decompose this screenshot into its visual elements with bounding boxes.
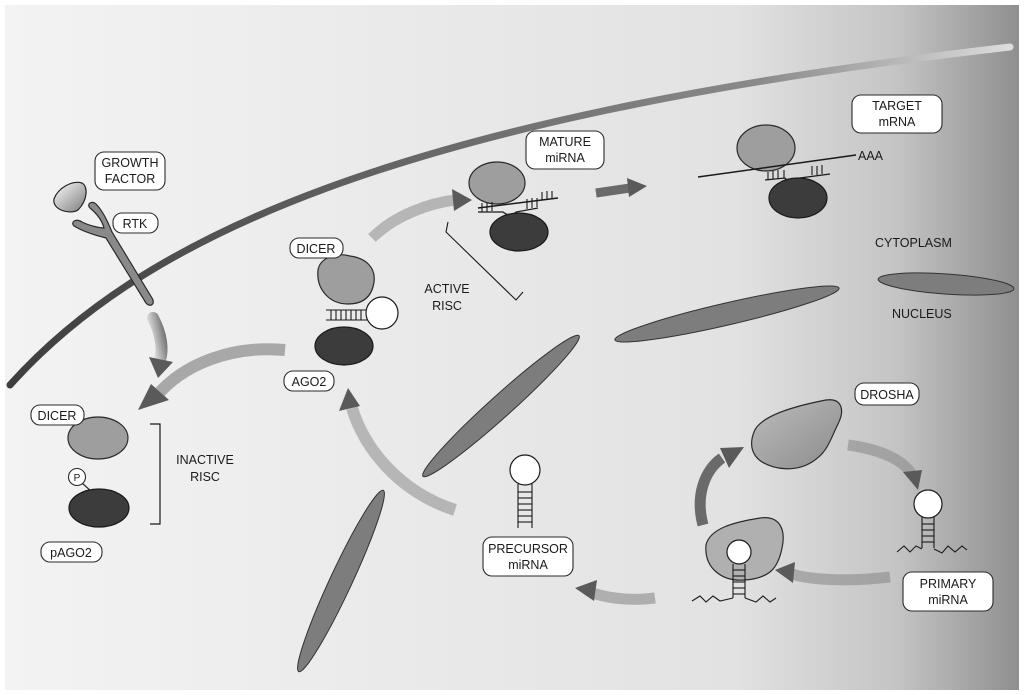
- dicer-blob-inactive: [67, 416, 129, 460]
- svg-text:RISC: RISC: [432, 299, 462, 313]
- label-mature-mirna: MATURE miRNA: [525, 130, 605, 170]
- svg-text:miRNA: miRNA: [508, 558, 548, 572]
- svg-text:P: P: [74, 473, 81, 484]
- drosha-shape: [751, 399, 843, 470]
- svg-text:FACTOR: FACTOR: [105, 172, 155, 186]
- dicer-ago2-complex: [314, 254, 399, 366]
- label-primary-mirna: PRIMARY miRNA: [902, 571, 994, 612]
- svg-text:MATURE: MATURE: [539, 135, 591, 149]
- label-precursor-mirna: PRECURSOR miRNA: [482, 536, 574, 577]
- label-inactive-risc: INACTIVE RISC: [176, 453, 234, 484]
- svg-text:AGO2: AGO2: [292, 375, 327, 389]
- label-ago2: AGO2: [283, 370, 335, 392]
- label-growth-factor: GROWTH FACTOR: [94, 151, 166, 191]
- pathway-arrows: [138, 178, 922, 605]
- label-target-mrna: TARGET mRNA: [851, 94, 943, 134]
- organelle-1: [614, 285, 840, 343]
- mrna-strand: [697, 154, 857, 178]
- drosha-primary-complex: [691, 517, 784, 603]
- active-risc: [445, 161, 559, 301]
- ago2-blob-inactive: [68, 488, 130, 528]
- label-nucleus: NUCLEUS: [892, 307, 952, 321]
- svg-text:DICER: DICER: [297, 242, 336, 256]
- ago2-blob: [314, 326, 374, 366]
- precursor-hairpin: [509, 454, 541, 528]
- label-active-risc: ACTIVE RISC: [424, 282, 469, 313]
- svg-text:GROWTH: GROWTH: [102, 156, 159, 170]
- svg-text:TARGET: TARGET: [872, 99, 922, 113]
- organelle-2: [877, 272, 1015, 296]
- inactive-risc: [67, 416, 161, 528]
- label-aaa: AAA: [858, 149, 884, 163]
- ago2-blob-target: [768, 177, 828, 219]
- svg-text:DICER: DICER: [38, 409, 77, 423]
- ribosome-blob: [736, 124, 796, 172]
- rtk-receptor: [72, 201, 154, 306]
- cell-membrane: [6, 43, 1014, 389]
- label-rtk: RTK: [112, 212, 159, 234]
- growth-factor-shape: [53, 181, 87, 213]
- target-complex: [697, 124, 857, 219]
- ago2-blob-mature: [489, 212, 549, 252]
- svg-text:PRIMARY: PRIMARY: [920, 577, 977, 591]
- svg-text:RTK: RTK: [123, 217, 148, 231]
- label-dicer-top: DICER: [289, 237, 344, 259]
- phosphate-badge: P: [67, 467, 87, 487]
- svg-text:mRNA: mRNA: [879, 115, 916, 129]
- active-risc-bracket: [445, 221, 524, 301]
- svg-text:pAGO2: pAGO2: [50, 546, 92, 560]
- organelles: [297, 272, 1015, 673]
- inactive-risc-bracket: [150, 423, 161, 525]
- organelle-3: [422, 334, 580, 478]
- svg-text:miRNA: miRNA: [928, 593, 968, 607]
- svg-text:miRNA: miRNA: [545, 151, 585, 165]
- organelle-4: [297, 489, 385, 673]
- label-cytoplasm: CYTOPLASM: [875, 236, 952, 250]
- svg-text:DROSHA: DROSHA: [860, 388, 914, 402]
- primary-hairpin: [896, 489, 968, 554]
- svg-text:PRECURSOR: PRECURSOR: [488, 542, 568, 556]
- label-drosha: DROSHA: [854, 382, 920, 406]
- svg-text:ACTIVE: ACTIVE: [424, 282, 469, 296]
- label-pago2: pAGO2: [40, 541, 103, 563]
- svg-text:RISC: RISC: [190, 470, 220, 484]
- label-dicer-bottom: DICER: [30, 404, 85, 426]
- dicer-blob-mature: [468, 161, 526, 205]
- svg-text:INACTIVE: INACTIVE: [176, 453, 234, 467]
